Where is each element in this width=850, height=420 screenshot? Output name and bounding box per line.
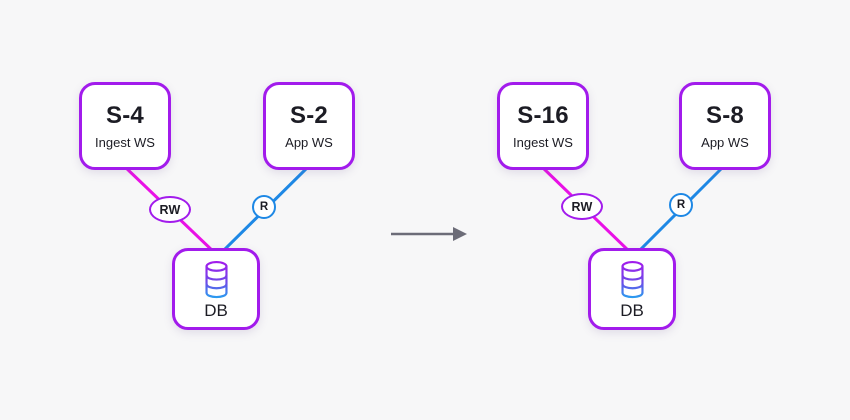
db-node-after: DB (588, 248, 676, 330)
database-icon (202, 260, 231, 300)
edge-label-read-before: R (252, 195, 276, 219)
transition-arrow-icon (391, 227, 467, 241)
edge-label-read-write-after: RW (561, 193, 603, 220)
server-size-label: S-8 (706, 101, 744, 129)
database-icon (618, 260, 647, 300)
server-role-label: App WS (701, 134, 749, 150)
server-node-ingest-before: S-4 Ingest WS (79, 82, 171, 170)
server-size-label: S-16 (517, 101, 569, 129)
server-node-app-before: S-2 App WS (263, 82, 355, 170)
server-role-label: Ingest WS (95, 134, 155, 150)
server-node-app-after: S-8 App WS (679, 82, 771, 170)
db-label: DB (204, 301, 228, 321)
edge-label-read-write-before: RW (149, 196, 191, 223)
server-role-label: Ingest WS (513, 134, 573, 150)
db-label: DB (620, 301, 644, 321)
edge-label-read-after: R (669, 193, 693, 217)
server-node-ingest-after: S-16 Ingest WS (497, 82, 589, 170)
arrow-head (453, 227, 467, 241)
server-role-label: App WS (285, 134, 333, 150)
server-size-label: S-2 (290, 101, 328, 129)
server-size-label: S-4 (106, 101, 144, 129)
db-node-before: DB (172, 248, 260, 330)
